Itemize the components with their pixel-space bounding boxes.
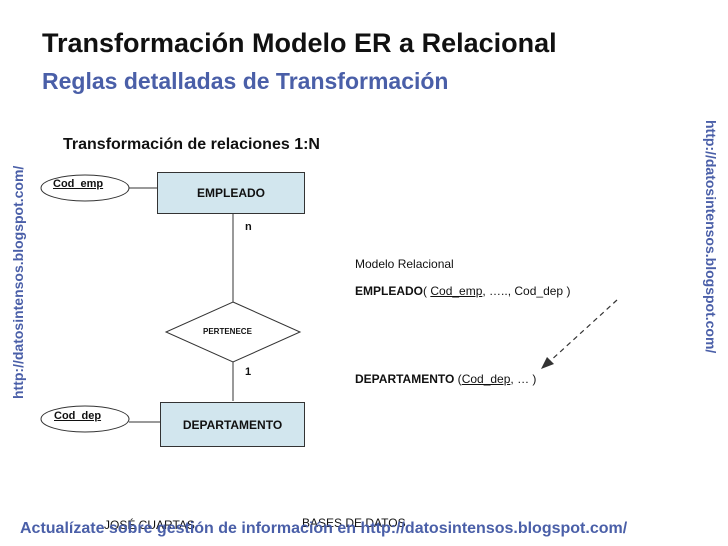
- cardinality-1: 1: [245, 366, 252, 378]
- relation-empleado-name: EMPLEADO: [355, 284, 424, 298]
- watermark-right: http://datosintensos.blogspot.com/: [703, 120, 719, 354]
- relational-heading: Modelo Relacional: [355, 257, 454, 271]
- footer-watermark: Actualízate sobre gestión de información…: [20, 520, 628, 537]
- relationship-label: PERTENECE: [203, 327, 252, 336]
- footer-author: JOSÉ CUARTAS: [104, 518, 195, 532]
- attr-cod-dep: Cod_dep: [54, 410, 102, 422]
- entity-departamento: DEPARTAMENTO: [160, 402, 305, 447]
- relation-empleado-rest: , ….., Cod_dep ): [482, 284, 571, 298]
- dashed-arrow-head: [541, 357, 554, 369]
- footer-course: BASES DE DATOS: [302, 516, 406, 530]
- slide-subtitle: Reglas detalladas de Transformación: [42, 68, 449, 94]
- attr-bottom-ellipse: [40, 405, 130, 433]
- relational-empleado: EMPLEADO( Cod_emp, ….., Cod_dep ): [355, 284, 570, 298]
- relation-departamento-rest: , … ): [510, 372, 537, 386]
- relation-departamento-name: DEPARTAMENTO: [355, 372, 455, 386]
- cardinality-n: n: [245, 221, 252, 233]
- entity-empleado-label: EMPLEADO: [196, 186, 265, 200]
- relationship-diamond: [164, 301, 302, 363]
- relation-departamento-open: (: [454, 372, 462, 386]
- entity-empleado: EMPLEADO: [157, 172, 305, 214]
- slide-title: Transformación Modelo ER a Relacional: [42, 28, 557, 58]
- relational-departamento: DEPARTAMENTO (Cod_dep, … ): [355, 372, 536, 386]
- section-heading: Transformación de relaciones 1:N: [63, 136, 320, 153]
- relation-empleado-key: Cod_emp: [430, 284, 483, 298]
- relation-empleado-open: (: [423, 284, 431, 298]
- attr-cod-emp: Cod_emp: [53, 178, 104, 190]
- entity-departamento-label: DEPARTAMENTO: [182, 417, 283, 432]
- dashed-arrow-line: [547, 299, 618, 364]
- relation-departamento-key: Cod_dep: [461, 372, 511, 386]
